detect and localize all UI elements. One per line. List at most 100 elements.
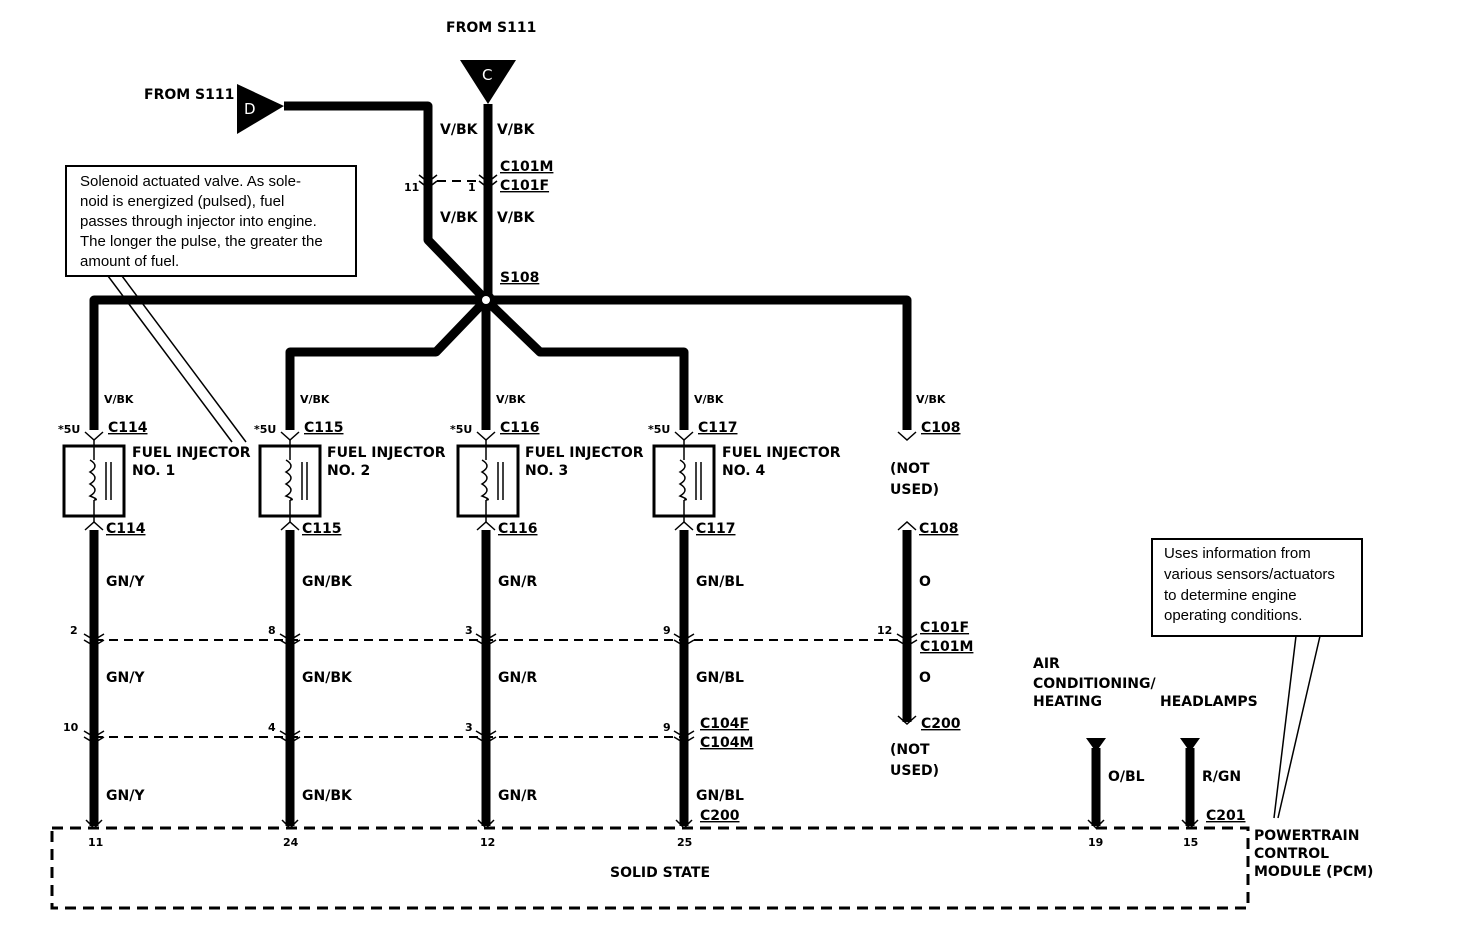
wire-label: GN/Y xyxy=(106,670,145,686)
wire-label-vbk: V/BK xyxy=(496,393,526,406)
connector-pin-top xyxy=(280,431,300,442)
connector-c108-top-label: C108 xyxy=(921,420,961,436)
splice-s108-center xyxy=(482,296,490,304)
note-pcm-box xyxy=(1151,538,1363,637)
note-pcm-text: Uses information from various sensors/ac… xyxy=(1164,545,1335,624)
pcm-name-line: MODULE (PCM) xyxy=(1254,864,1373,880)
wire-label-vbk-right: V/BK xyxy=(497,122,536,138)
wire-label-vbk-left-2: V/BK xyxy=(440,210,479,226)
note-injector-line: The longer the pulse, the greater the xyxy=(80,233,323,250)
injector-number: NO. 2 xyxy=(327,463,370,479)
pcm-pin-mark xyxy=(85,819,103,830)
solenoid-coil-icon xyxy=(678,459,687,501)
connector-flag-c xyxy=(460,60,516,104)
headlamps-arrow-icon xyxy=(1180,738,1200,752)
pin-mark xyxy=(673,633,695,647)
asterisk-label: *5U xyxy=(58,423,80,436)
pin-number: 9 xyxy=(663,624,671,637)
connector-pin-top xyxy=(897,431,917,442)
wire-label-vbk-right-2: V/BK xyxy=(497,210,536,226)
injector-name: FUEL INJECTOR xyxy=(525,445,644,461)
wire-label-o: O xyxy=(919,670,931,686)
headlamps-label: HEADLAMPS xyxy=(1160,694,1258,710)
fuel-injector-3-body xyxy=(456,444,520,518)
pcm-name-line: CONTROL xyxy=(1254,846,1329,862)
solenoid-core-icon xyxy=(301,462,308,500)
note-injector-pointer xyxy=(107,275,247,443)
injector-number: NO. 1 xyxy=(132,463,175,479)
pin-mark xyxy=(673,730,695,744)
not-used-label: USED) xyxy=(890,482,939,498)
unused-branch: V/BK C108 (NOT USED) C108 O 12 C101F C10… xyxy=(877,393,973,779)
connector-c200-label: C200 xyxy=(921,716,961,732)
ac-label-line: HEATING xyxy=(1033,694,1102,710)
pcm-pin-number: 12 xyxy=(480,836,495,849)
note-injector-line: amount of fuel. xyxy=(80,253,179,270)
note-injector-line: passes through injector into engine. xyxy=(80,213,317,230)
wire-label-rgn: R/GN xyxy=(1202,769,1241,785)
connector-pin-marks xyxy=(83,633,918,744)
wire-vbk-from-d xyxy=(284,101,490,304)
asterisk-label: *5U xyxy=(254,423,276,436)
pin-numbers: 2 10 8 4 3 3 9 9 xyxy=(63,624,671,734)
solid-state-label: SOLID STATE xyxy=(610,865,710,881)
injector-branch-2: V/BK *5U C115 FUEL INJECTOR NO. 2 C115 xyxy=(254,393,446,537)
pcm-pin-number: 25 xyxy=(677,836,692,849)
pin-mark xyxy=(475,633,497,647)
not-used-label: (NOT xyxy=(890,461,930,477)
injector-branch-3: V/BK *5U C116 FUEL INJECTOR NO. 3 C116 xyxy=(450,393,644,537)
pcm-pin-number: 24 xyxy=(283,836,299,849)
pcm-pin-mark xyxy=(477,819,495,830)
note-pcm-line: Uses information from xyxy=(1164,545,1311,562)
note-injector-text: Solenoid actuated valve. As sole- noid i… xyxy=(80,173,323,270)
wire-color-labels: GN/Y GN/Y GN/Y GN/BK GN/BK GN/BK GN/R GN… xyxy=(106,574,744,804)
ac-label-line: AIR xyxy=(1033,656,1060,672)
solenoid-core-icon xyxy=(695,462,702,500)
pcm-pin-mark xyxy=(1181,819,1199,830)
wire-vbk-branch-4 xyxy=(482,296,689,430)
connector-flag-d xyxy=(237,84,284,134)
headlamps-circuit: HEADLAMPS R/GN C201 xyxy=(1160,694,1258,826)
wire-label: GN/BL xyxy=(696,788,744,804)
wire-label: GN/Y xyxy=(106,788,145,804)
connector-bottom-label: C115 xyxy=(302,521,342,537)
wire-vbk-branch-2 xyxy=(285,296,490,430)
wire-label: GN/BL xyxy=(696,574,744,590)
wire-label: GN/R xyxy=(498,670,537,686)
solenoid-coil-icon xyxy=(284,459,293,501)
connector-c101m-label: C101M xyxy=(920,639,973,655)
connector-top-label: C117 xyxy=(698,420,738,436)
pin-1-label: 1 xyxy=(468,181,476,194)
pin-number: 2 xyxy=(70,624,78,637)
pcm-pin-number: 11 xyxy=(88,836,103,849)
pin-number: 4 xyxy=(268,721,276,734)
pin-mark xyxy=(279,633,301,647)
wire-label: GN/BL xyxy=(696,670,744,686)
pin-mark xyxy=(475,730,497,744)
wire-label: GN/Y xyxy=(106,574,145,590)
solenoid-core-icon xyxy=(105,462,112,500)
pin-11-label: 11 xyxy=(404,181,419,194)
wire-label-obl: O/BL xyxy=(1108,769,1145,785)
wire-label: GN/BK xyxy=(302,670,353,686)
note-injector-box xyxy=(65,165,357,277)
pcm-pin-mark xyxy=(675,819,693,830)
asterisk-label: *5U xyxy=(648,423,670,436)
connector-top-label: C115 xyxy=(304,420,344,436)
wire-label-vbk: V/BK xyxy=(300,393,330,406)
injector-name: FUEL INJECTOR xyxy=(722,445,841,461)
pin-number: 9 xyxy=(663,721,671,734)
connector-c101f-label: C101F xyxy=(920,620,969,636)
note-pcm-pointer xyxy=(1273,635,1321,819)
pin-mark xyxy=(279,730,301,744)
connector-top-label: C114 xyxy=(108,420,148,436)
connector-pin-bottom xyxy=(84,520,104,531)
connector-c201-label: C201 xyxy=(1206,808,1246,824)
connector-pin-bottom xyxy=(280,520,300,531)
injector-number: NO. 4 xyxy=(722,463,766,479)
connector-c101m-label: C101M xyxy=(500,159,553,175)
pin-number: 8 xyxy=(268,624,276,637)
connector-c104f-label: C104F xyxy=(700,716,749,732)
connector-c108-mid-label: C108 xyxy=(919,521,959,537)
splice-s108-label: S108 xyxy=(500,270,539,286)
